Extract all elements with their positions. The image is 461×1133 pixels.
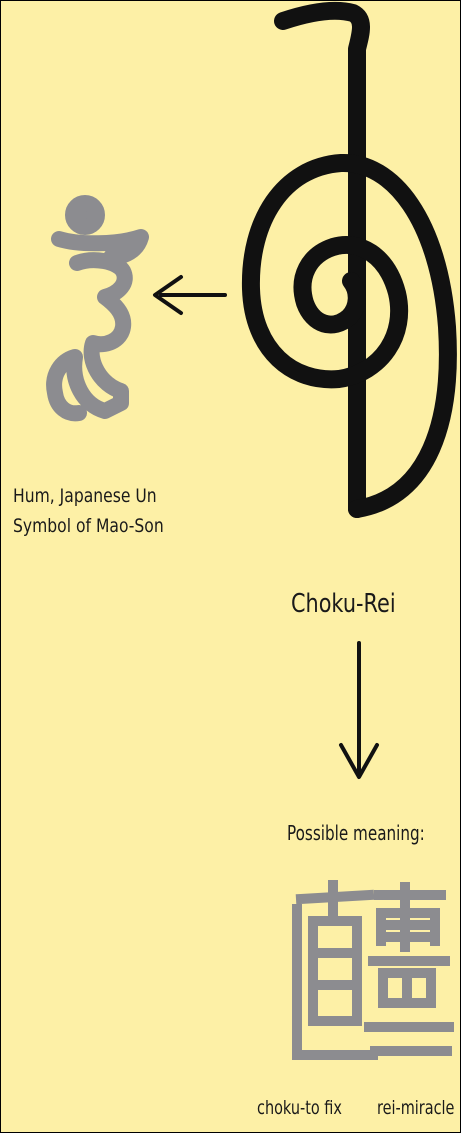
choku-rei-spiral-icon: [241, 1, 457, 518]
rei-meaning-label: rei-miracle: [377, 1097, 455, 1119]
down-arrow: [339, 641, 379, 779]
choku-rei-title: Choku-Rei: [291, 589, 396, 619]
hum-sanskrit-icon: [46, 195, 149, 422]
rei-kanji-icon: [364, 882, 454, 1056]
hum-label-line1: Hum, Japanese Un: [13, 485, 157, 507]
left-arrow: [153, 275, 227, 315]
possible-meaning-label: Possible meaning:: [287, 821, 425, 845]
choku-rei-kanji-icon: [292, 880, 454, 1060]
choku-meaning-label: choku-to fix: [257, 1097, 342, 1119]
hum-label-line2: Symbol of Mao-Son: [13, 515, 164, 537]
choku-kanji-icon: [292, 880, 378, 1060]
